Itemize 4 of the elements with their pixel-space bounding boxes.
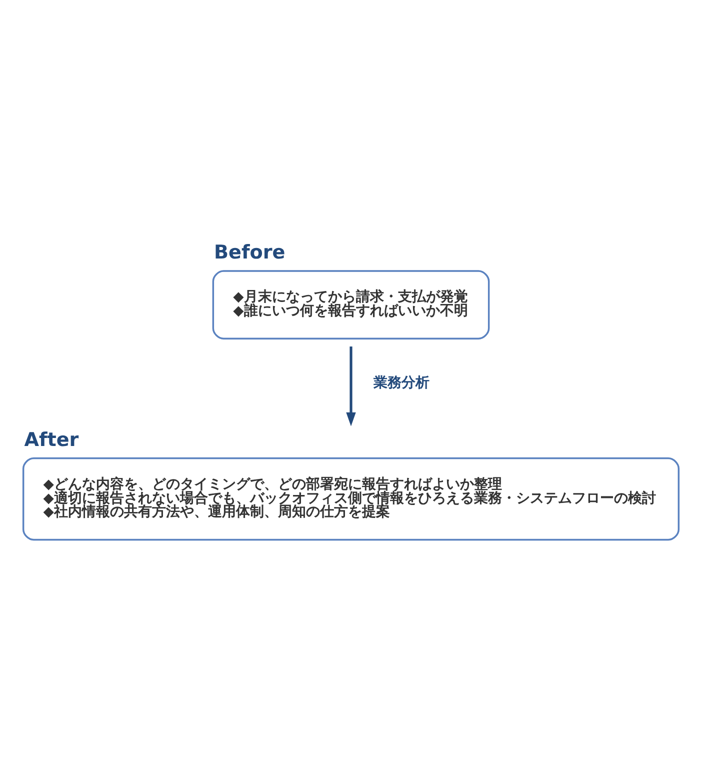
node-label: After [24, 428, 79, 451]
edge-label: 業務分析 [374, 374, 430, 391]
arrow [346, 346, 356, 426]
node-label: Before [214, 242, 286, 264]
